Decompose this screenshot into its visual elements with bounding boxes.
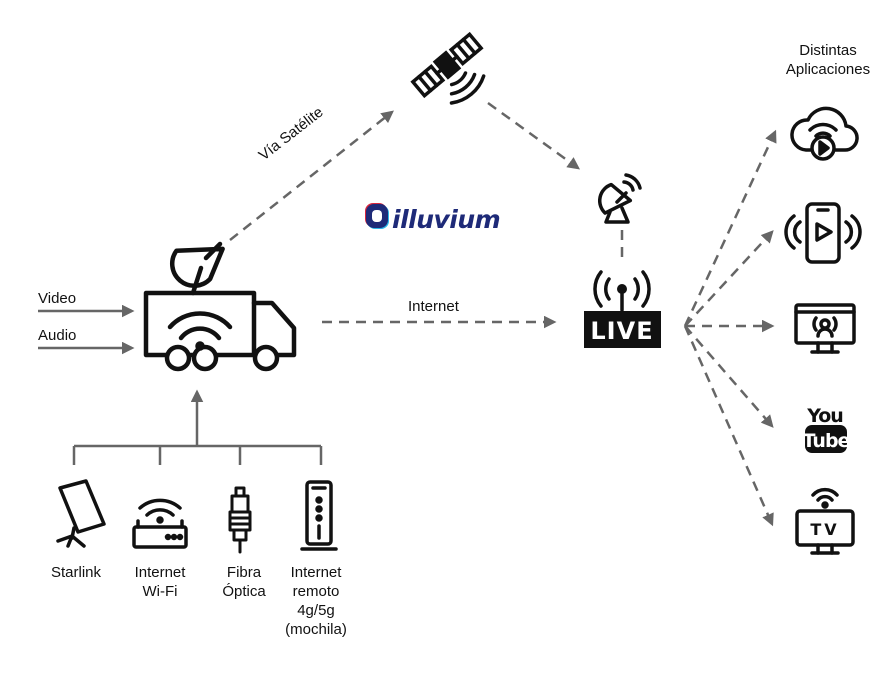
fan-arrow-youtube bbox=[684, 325, 774, 428]
phone-play-icon bbox=[784, 202, 862, 264]
fan-arrow-cloud bbox=[683, 129, 777, 327]
video-label: Video bbox=[38, 290, 77, 307]
truck-icon bbox=[143, 241, 297, 372]
satellite-icon bbox=[410, 31, 486, 105]
illuvium-logo-mark bbox=[365, 203, 389, 229]
audio-label: Audio bbox=[38, 327, 77, 344]
input-arrows bbox=[38, 304, 135, 355]
tv-text: TV bbox=[810, 520, 839, 539]
starlink-icon bbox=[56, 479, 106, 548]
applications-title: Distintas Aplicaciones bbox=[785, 42, 871, 78]
fan-arrow-tv bbox=[683, 325, 774, 527]
connection-tree bbox=[72, 389, 323, 465]
wifi-router-icon bbox=[132, 498, 188, 549]
connection-label-fiber: Fibra Óptica bbox=[222, 564, 266, 600]
live-badge bbox=[584, 311, 661, 348]
cloud-play-icon bbox=[790, 106, 859, 161]
monitor-broadcast-icon bbox=[794, 303, 856, 354]
youtube-icon: You Tube bbox=[803, 405, 851, 453]
modem-icon bbox=[300, 480, 338, 551]
connection-label-starlink: Starlink bbox=[50, 564, 102, 581]
illuvium-logo-text: illuvium bbox=[392, 205, 501, 234]
fiber-optic-icon bbox=[228, 486, 252, 554]
internet-link-label: Internet bbox=[408, 298, 459, 315]
connection-label-wifi: Internet Wi-Fi bbox=[134, 564, 186, 600]
dashed-links bbox=[229, 101, 777, 527]
connection-label-remote: Internet remoto 4g/5g (mochila) bbox=[285, 564, 347, 638]
live-text: LIVE bbox=[590, 317, 653, 345]
live-icon: LIVE bbox=[584, 270, 661, 348]
youtube-top-text: You bbox=[806, 405, 843, 427]
tv-icon: TV bbox=[795, 487, 855, 555]
truck-to-satellite-arrow bbox=[229, 110, 394, 241]
satellite-to-dish-arrow bbox=[487, 101, 581, 170]
youtube-bottom-text: Tube bbox=[803, 430, 850, 452]
ground-dish-icon bbox=[598, 173, 642, 224]
fan-arrow-phone bbox=[684, 230, 774, 327]
